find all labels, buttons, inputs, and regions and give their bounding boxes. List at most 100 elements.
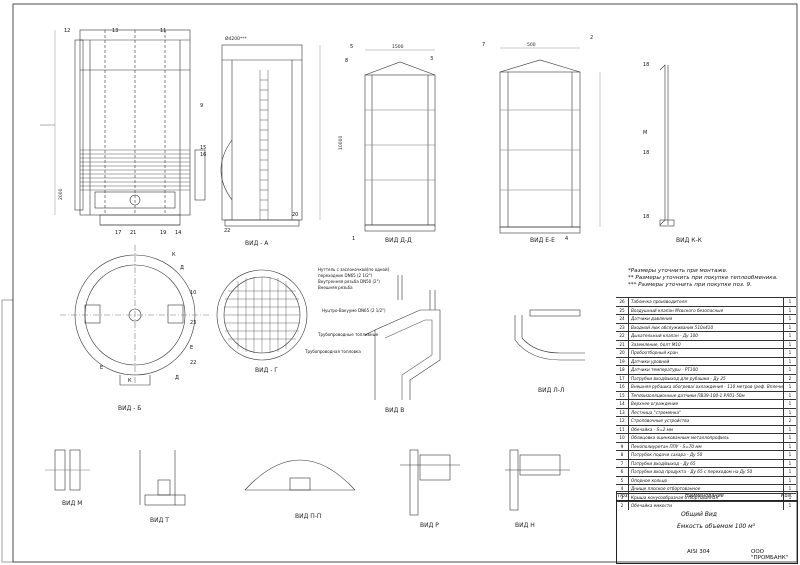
note-line: *** Размеры уточнить при покупке поз. 9. — [628, 282, 752, 288]
callout: 22 — [224, 228, 231, 234]
spec-cell-name: Облицовка оцинкованным металлопрофиль — [631, 435, 729, 440]
spec-cell-pos: 19 — [616, 357, 629, 365]
view-dd-label: ВИД Д-Д — [385, 237, 412, 244]
spec-cell-pos: 16 — [616, 383, 629, 391]
spec-cell-name: Датчики давления — [631, 316, 673, 321]
spec-cell-name: Патрубки вход продукта - Ду 65 с переход… — [631, 469, 753, 474]
spec-cell-qty: 1 — [783, 349, 796, 357]
callout: 11 — [160, 28, 167, 34]
spec-cell-name: Крыша конусообразная отбортованная — [631, 494, 718, 500]
spec-cell-qty: 1 — [783, 340, 796, 348]
callout: 5 — [350, 44, 354, 50]
spec-header: Поз. Наименование Кол. — [616, 491, 798, 502]
spec-cell-qty: 1 — [783, 425, 796, 433]
spec-cell-name: Табличка производителя — [631, 299, 687, 304]
callout: 3 — [430, 56, 434, 62]
view-pp-label: ВИД П-П — [295, 513, 321, 520]
spec-cell-qty: 2 — [783, 374, 796, 382]
spec-cell-name: Внешняя рубашка обогрева/ охлаждения - 1… — [631, 384, 783, 389]
spec-cell-pos: 26 — [616, 298, 629, 306]
spec-cell-qty: 1 — [783, 493, 796, 501]
callout: Д — [175, 375, 179, 381]
title-line1: Общий Вид — [681, 511, 717, 518]
g-note: Трубопроводная топловка — [305, 349, 361, 354]
view-v-label: ВИД В — [385, 407, 404, 414]
spec-cell-name: Патрубки вход/выход для рубашки - Ду 25 — [631, 375, 726, 381]
spec-cell-name: Патрубок подачи сахара - Ду 50 — [631, 452, 703, 457]
spec-cell-pos: 17 — [616, 374, 629, 382]
spec-cell-pos: 13 — [616, 408, 629, 416]
callout: Е — [190, 345, 194, 351]
callout: M — [643, 130, 648, 136]
callout: 16 — [200, 152, 207, 158]
view-v — [364, 275, 441, 400]
spec-cell-name: Опорное кольцо — [631, 477, 668, 483]
spec-header-name: Наименование — [685, 493, 724, 499]
spec-cell-qty: 1 — [783, 323, 796, 331]
spec-cell-name: Дыхательный клапан - Ду 100 — [631, 333, 698, 338]
view-kk-label: ВИД К-К — [676, 237, 703, 244]
spec-cell-pos: 11 — [616, 425, 629, 433]
spec-cell-name: Теплоизоляционные датчики ПВ39-100-1 РЛ0… — [631, 392, 745, 398]
view-b-label: ВИД - Б — [118, 405, 141, 412]
view-ee-label: ВИД Е-Е — [530, 237, 555, 244]
spec-cell-name: Входной люк обслуживания 510х410 — [631, 324, 714, 330]
spec-cell-pos: 3 — [616, 493, 629, 501]
callout: Д — [180, 265, 184, 271]
callout: К — [128, 378, 132, 384]
callout: 18 — [643, 62, 650, 68]
g-note: Нуттель с заслоночкой(по одной) — [318, 267, 390, 272]
spec-cell-qty: 1 — [783, 408, 796, 416]
spec-cell-qty: 1 — [783, 315, 796, 323]
spec-cell-qty: 1 — [783, 400, 796, 408]
title-line2: Емкость объемом 100 м³ — [677, 523, 756, 530]
g-note: Внешняя резьба — [318, 285, 353, 290]
spec-cell-pos: 9 — [616, 442, 629, 450]
spec-cell-pos: 23 — [616, 323, 629, 331]
callout: 23 — [190, 320, 197, 326]
callout: 19 — [160, 230, 167, 236]
view-r-label: ВИД Р — [420, 522, 439, 529]
spec-cell-pos: 4 — [616, 485, 629, 493]
view-t — [139, 450, 186, 506]
dim-height: 10000 — [338, 136, 344, 150]
spec-cell-name: Строповочные устройства — [631, 418, 690, 423]
spec-cell-name: Воздушный клапан Мсвского безопасные — [631, 307, 724, 313]
dim-w1: 1500 — [392, 44, 404, 50]
spec-cell-qty: 1 — [783, 298, 796, 306]
callout: 4 — [565, 236, 569, 242]
spec-cell-qty: 1 — [783, 434, 796, 442]
view-a-front — [40, 29, 206, 226]
spec-header-pos: Поз. — [618, 493, 630, 499]
spec-cell-name: Лестница "стремянка" — [631, 409, 682, 415]
spec-cell-name: Датчики температуры - РТ100 — [631, 367, 698, 372]
g-note: переходник DN65 (2 1/2") — [318, 273, 373, 278]
callout: Е — [100, 365, 104, 371]
spec-cell-qty: 1 — [783, 476, 796, 484]
callout: 12 — [64, 28, 71, 34]
view-n-label: ВИД Н — [515, 522, 535, 529]
callout: К — [172, 252, 176, 258]
view-a-label: ВИД - А — [245, 240, 269, 247]
spec-cell-pos: 7 — [616, 459, 629, 467]
spec-cell-name: Датчики уровней — [631, 358, 670, 364]
callout: 1 — [352, 236, 356, 242]
title-material: AISI 304 — [687, 549, 710, 555]
g-note: Внутренняя резьба DN50 (2") — [318, 279, 380, 284]
